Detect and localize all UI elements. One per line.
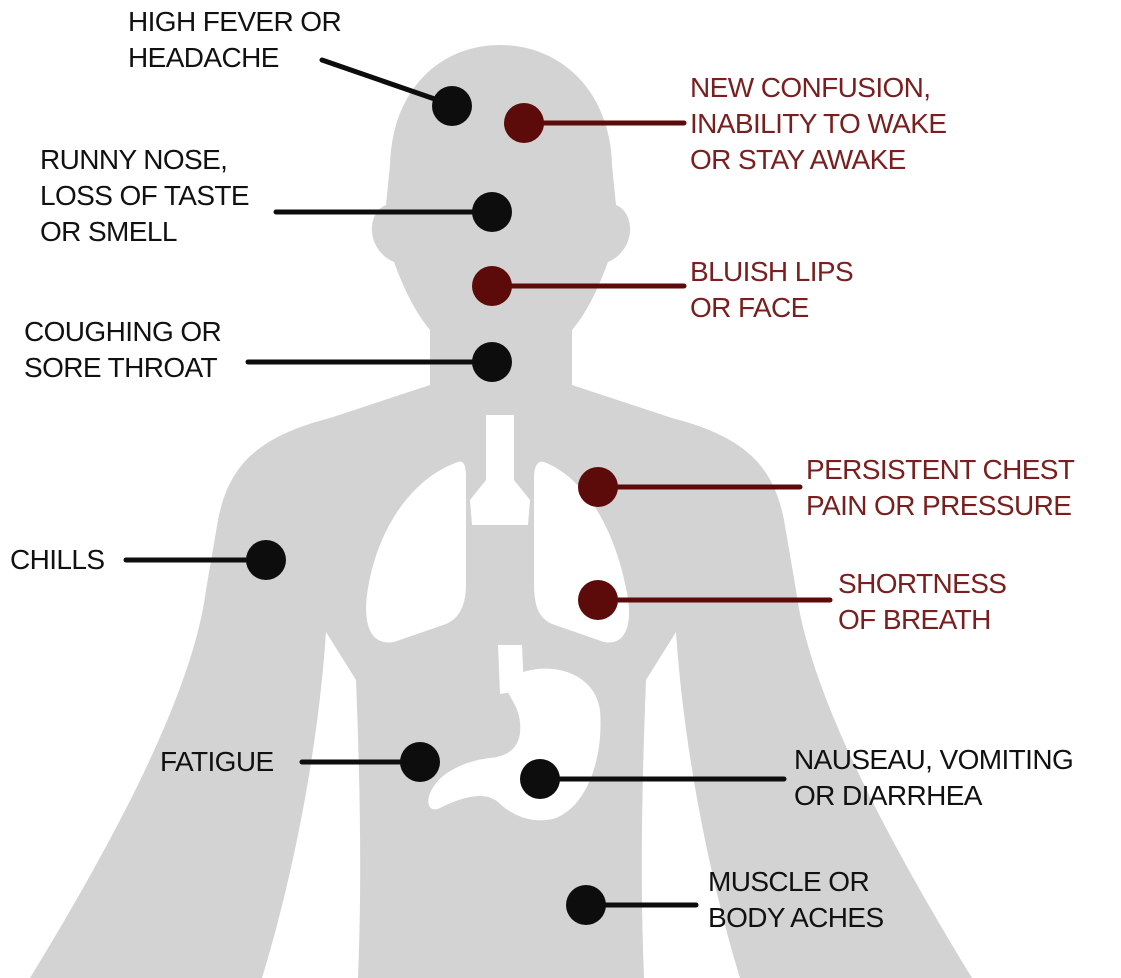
confusion-label-line: INABILITY TO WAKE <box>690 106 946 142</box>
chest-label-line: PAIN OR PRESSURE <box>806 488 1074 524</box>
lips-label: BLUISH LIPS OR FACE <box>690 254 853 326</box>
chills-label-line: CHILLS <box>10 542 104 578</box>
muscle-label-line: BODY ACHES <box>708 900 884 936</box>
breath-label-line: OF BREATH <box>838 602 1006 638</box>
chills-marker <box>246 540 286 580</box>
confusion-marker <box>504 103 544 143</box>
fever-label-line: HEADACHE <box>128 40 341 76</box>
breath-label: SHORTNESS OF BREATH <box>838 566 1006 638</box>
chills-label: CHILLS <box>10 542 104 578</box>
chest-label-line: PERSISTENT CHEST <box>806 452 1074 488</box>
fever-marker <box>432 86 472 126</box>
fatigue-marker <box>400 742 440 782</box>
nose-label: RUNNY NOSE, LOSS OF TASTE OR SMELL <box>40 142 249 250</box>
breath-label-line: SHORTNESS <box>838 566 1006 602</box>
muscle-label-line: MUSCLE OR <box>708 864 884 900</box>
lips-label-line: OR FACE <box>690 290 853 326</box>
nausea-label-line: OR DIARRHEA <box>794 778 1073 814</box>
fatigue-label: FATIGUE <box>160 744 274 780</box>
nausea-label-line: NAUSEAU, VOMITING <box>794 742 1073 778</box>
chest-marker <box>578 467 618 507</box>
nose-label-line: LOSS OF TASTE <box>40 178 249 214</box>
fatigue-label-line: FATIGUE <box>160 744 274 780</box>
confusion-label: NEW CONFUSION, INABILITY TO WAKE OR STAY… <box>690 70 946 178</box>
nose-label-line: RUNNY NOSE, <box>40 142 249 178</box>
cough-label-line: COUGHING OR <box>24 314 221 350</box>
lips-label-line: BLUISH LIPS <box>690 254 853 290</box>
confusion-label-line: OR STAY AWAKE <box>690 142 946 178</box>
muscle-marker <box>566 885 606 925</box>
nausea-label: NAUSEAU, VOMITING OR DIARRHEA <box>794 742 1073 814</box>
chest-label: PERSISTENT CHEST PAIN OR PRESSURE <box>806 452 1074 524</box>
lips-marker <box>472 266 512 306</box>
fever-label: HIGH FEVER OR HEADACHE <box>128 4 341 76</box>
nose-label-line: OR SMELL <box>40 214 249 250</box>
muscle-label: MUSCLE OR BODY ACHES <box>708 864 884 936</box>
breath-marker <box>578 580 618 620</box>
cough-label: COUGHING OR SORE THROAT <box>24 314 221 386</box>
confusion-label-line: NEW CONFUSION, <box>690 70 946 106</box>
cough-label-line: SORE THROAT <box>24 350 221 386</box>
cough-marker <box>472 342 512 382</box>
nose-marker <box>472 192 512 232</box>
fever-label-line: HIGH FEVER OR <box>128 4 341 40</box>
nausea-marker <box>520 759 560 799</box>
